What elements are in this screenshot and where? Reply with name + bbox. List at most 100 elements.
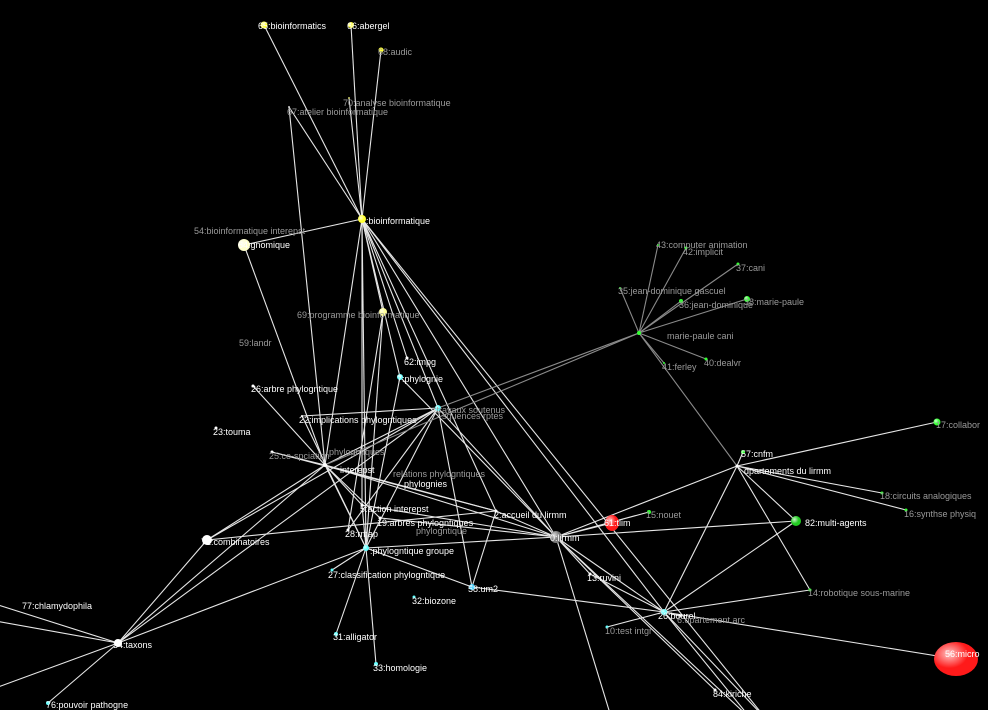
graph-node[interactable] — [808, 588, 812, 592]
node-sphere[interactable] — [880, 491, 884, 495]
graph-node[interactable] — [202, 535, 212, 545]
node-sphere[interactable] — [736, 262, 740, 266]
graph-node[interactable] — [605, 625, 609, 629]
node-sphere[interactable] — [270, 450, 274, 454]
graph-node[interactable] — [713, 688, 717, 692]
graph-node[interactable] — [588, 572, 592, 576]
graph-node[interactable] — [348, 22, 354, 28]
graph-node[interactable] — [374, 662, 378, 666]
graph-node[interactable] — [904, 508, 908, 512]
node-label: 77:chlamydophila — [22, 601, 92, 611]
graph-node[interactable] — [550, 531, 562, 543]
graph-node[interactable] — [301, 415, 303, 417]
node-sphere[interactable] — [405, 356, 409, 360]
graph-node[interactable] — [330, 568, 334, 572]
graph-node[interactable] — [791, 516, 801, 526]
graph-node[interactable] — [933, 418, 941, 426]
graph-node[interactable] — [260, 21, 268, 29]
node-sphere[interactable] — [251, 384, 255, 388]
node-sphere[interactable] — [288, 106, 290, 108]
graph-edge — [589, 573, 665, 613]
node-sphere[interactable] — [647, 510, 651, 514]
graph-node[interactable] — [214, 426, 218, 430]
graph-node[interactable] — [684, 246, 688, 250]
node-sphere[interactable] — [360, 503, 364, 507]
graph-node[interactable] — [358, 215, 366, 223]
graph-node[interactable] — [663, 362, 665, 364]
node-sphere[interactable] — [214, 426, 218, 430]
node-sphere[interactable] — [678, 614, 682, 618]
node-sphere[interactable] — [301, 415, 303, 417]
graph-node[interactable] — [334, 632, 338, 636]
graph-node[interactable] — [619, 287, 621, 289]
node-sphere[interactable] — [378, 47, 384, 53]
node-sphere[interactable] — [330, 568, 334, 572]
graph-node[interactable] — [704, 357, 708, 361]
graph-node[interactable] — [435, 405, 441, 411]
node-sphere[interactable] — [663, 362, 665, 364]
graph-node[interactable] — [657, 244, 659, 246]
graph-node[interactable] — [378, 516, 382, 520]
node-highlight — [114, 639, 122, 647]
graph-node[interactable] — [736, 262, 740, 266]
node-sphere[interactable] — [494, 509, 498, 513]
graph-node[interactable] — [678, 614, 682, 618]
node-sphere[interactable] — [605, 625, 609, 629]
node-sphere[interactable] — [412, 595, 416, 599]
graph-node[interactable] — [378, 47, 384, 53]
node-highlight — [379, 308, 387, 316]
node-sphere[interactable] — [346, 528, 350, 532]
graph-node[interactable] — [679, 299, 683, 303]
graph-node[interactable] — [379, 308, 387, 316]
node-highlight — [605, 515, 619, 531]
graph-node[interactable] — [348, 97, 350, 99]
node-sphere[interactable] — [741, 450, 745, 454]
node-sphere[interactable] — [323, 463, 327, 467]
graph-node[interactable] — [46, 701, 50, 705]
graph-node[interactable] — [363, 545, 369, 551]
node-highlight — [934, 642, 978, 676]
graph-node[interactable] — [934, 642, 978, 676]
node-sphere[interactable] — [657, 244, 659, 246]
node-sphere[interactable] — [334, 632, 338, 636]
node-sphere[interactable] — [46, 701, 50, 705]
graph-node[interactable] — [735, 464, 739, 468]
graph-node[interactable] — [360, 503, 364, 507]
graph-node[interactable] — [323, 463, 327, 467]
graph-edge — [663, 589, 811, 613]
node-label: phylogntique — [416, 526, 467, 536]
node-sphere[interactable] — [374, 662, 378, 666]
graph-node[interactable] — [469, 584, 475, 590]
graph-node[interactable] — [238, 239, 250, 251]
graph-node[interactable] — [605, 515, 619, 531]
graph-node[interactable] — [412, 595, 416, 599]
graph-node[interactable] — [661, 609, 667, 615]
graph-node[interactable] — [397, 374, 403, 380]
graph-node[interactable] — [405, 356, 409, 360]
node-sphere[interactable] — [348, 97, 350, 99]
graph-node[interactable] — [637, 331, 641, 335]
graph-node[interactable] — [647, 510, 651, 514]
node-sphere[interactable] — [378, 516, 382, 520]
graph-node[interactable] — [346, 528, 350, 532]
node-sphere[interactable] — [808, 588, 812, 592]
graph-node[interactable] — [270, 450, 274, 454]
node-sphere[interactable] — [637, 331, 641, 335]
graph-node[interactable] — [744, 296, 750, 302]
node-sphere[interactable] — [735, 464, 739, 468]
node-sphere[interactable] — [588, 572, 592, 576]
node-sphere[interactable] — [704, 357, 708, 361]
graph-node[interactable] — [880, 491, 884, 495]
graph-node[interactable] — [251, 384, 255, 388]
node-sphere[interactable] — [713, 688, 717, 692]
node-sphere[interactable] — [684, 246, 688, 250]
node-sphere[interactable] — [679, 299, 683, 303]
node-sphere[interactable] — [904, 508, 908, 512]
graph-node[interactable] — [741, 450, 745, 454]
graph-node[interactable] — [114, 639, 122, 647]
node-sphere[interactable] — [619, 287, 621, 289]
graph-node[interactable] — [494, 509, 498, 513]
graph-node[interactable] — [288, 106, 290, 108]
